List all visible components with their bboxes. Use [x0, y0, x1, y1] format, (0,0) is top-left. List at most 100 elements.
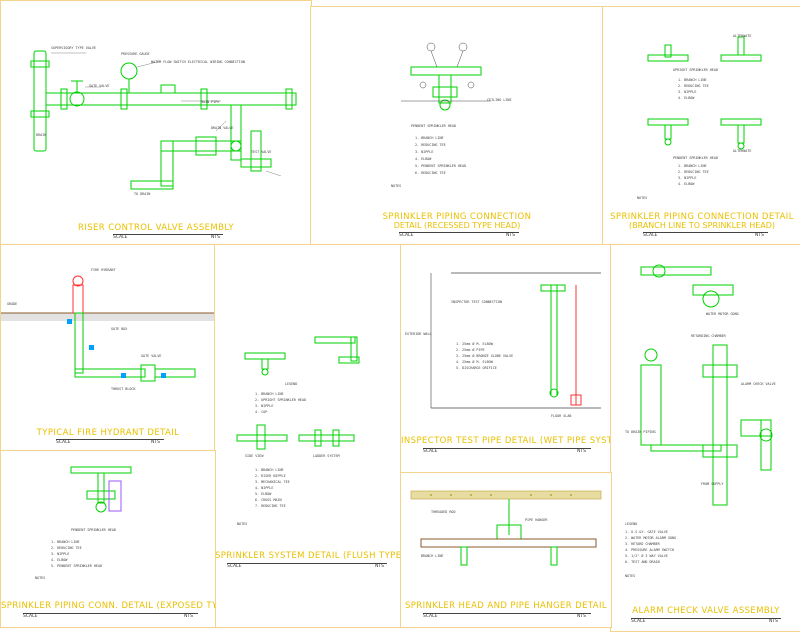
svg-text:3. NIPPLE: 3. NIPPLE [678, 90, 696, 94]
svg-text:1. BRANCH LINE: 1. BRANCH LINE [255, 392, 284, 396]
sheet-fire-hydrant: FIRE HYDRANT GRADE GATE BOX GATE VALVE T… [0, 244, 216, 452]
label-ladder: LADDER SYSTEM [313, 454, 340, 458]
svg-text:2. WATER MOTOR ALARM GONG: 2. WATER MOTOR ALARM GONG [625, 536, 676, 540]
scale-label: SCALE [56, 440, 71, 445]
svg-text:1. BRANCH LINE: 1. BRANCH LINE [415, 136, 444, 140]
exposed-drawing: PENDENT SPRINKLER HEAD 1. BRANCH LINE 2.… [35, 466, 132, 580]
svg-text:5. PENDENT SPRINKLER HEAD: 5. PENDENT SPRINKLER HEAD [51, 564, 102, 568]
label-notes: NOTES [391, 184, 401, 188]
system-drawing: LEGEND 1. BRANCH LINE 2. UPRIGHT SPRINKL… [236, 336, 360, 526]
svg-text:4. ELBOW: 4. ELBOW [678, 96, 695, 100]
label-inspector-test: INSPECTOR TEST CONNECTION [451, 300, 502, 304]
label-drain-valve: DRAIN VALVE [211, 126, 233, 130]
nts-label: NTS [211, 235, 220, 240]
svg-text:1. BRANCH LINE: 1. BRANCH LINE [255, 468, 284, 472]
svg-text:4. 25mm Ø M. ELBOW: 4. 25mm Ø M. ELBOW [456, 359, 494, 364]
label-pendent: PENDENT SPRINKLER HEAD [673, 156, 718, 160]
riser-drawing: SUPERVISORY TYPE VALVE PRESSURE GAUGE WA… [30, 46, 297, 196]
hydrant-drawing: FIRE HYDRANT GRADE GATE BOX GATE VALVE T… [1, 268, 215, 391]
svg-text:6. TEST AND DRAIN: 6. TEST AND DRAIN [625, 560, 660, 564]
svg-text:2. REDUCING TEE: 2. REDUCING TEE [415, 143, 446, 147]
svg-text:2. REDUCING TEE: 2. REDUCING TEE [51, 546, 82, 550]
scale-label: SCALE [23, 614, 38, 619]
alarm-drawing: WATER MOTOR GONG RETARDING CHAMBER ALARM… [625, 264, 776, 578]
branch-drawing: UPRIGHT SPRINKLER HEAD ALTERNATE 1. BRAN… [637, 34, 762, 200]
label-pendent: PENDENT SPRINKLER HEAD [411, 124, 456, 128]
svg-text:2. 25mm Ø PIPE: 2. 25mm Ø PIPE [456, 347, 485, 352]
label-side-view: SIDE VIEW [245, 454, 264, 458]
label-legend: LEGEND [285, 382, 297, 386]
label-notes: NOTES [237, 522, 247, 526]
label-to-drain: TO DRAIN [134, 192, 150, 196]
sheet-title: SPRINKLER SYSTEM DETAIL (FLUSH TYPE) [215, 551, 402, 561]
svg-text:2. REDUCING TEE: 2. REDUCING TEE [678, 170, 709, 174]
sheet-connection-exposed: PENDENT SPRINKLER HEAD 1. BRANCH LINE 2.… [0, 450, 216, 628]
label-main-pipe: MAIN PIPE [201, 100, 219, 104]
sheet-head-pipe-hanger: THREADED ROD PIPE HANGER BRANCH LINE SPR… [400, 472, 612, 628]
hanger-drawing: THREADED ROD PIPE HANGER BRANCH LINE [410, 490, 602, 566]
label-notes: NOTES [35, 576, 45, 580]
label-notes: NOTES [625, 574, 635, 578]
nts-label: NTS [755, 233, 764, 238]
svg-text:5. 1/2" Ø 3 WAY VALVE: 5. 1/2" Ø 3 WAY VALVE [625, 553, 668, 558]
svg-text:7. REDUCING TEE: 7. REDUCING TEE [255, 504, 286, 508]
label-drain: DRAIN [36, 133, 46, 137]
sheet-title: SPRINKLER HEAD AND PIPE HANGER DETAIL [404, 601, 608, 611]
label-to-drain-piping: TO DRAIN PIPING [625, 430, 656, 434]
svg-text:4. ELBOW: 4. ELBOW [678, 182, 695, 186]
svg-text:5. ELBOW: 5. ELBOW [255, 492, 272, 496]
sheet-inspector-test: INSPECTOR TEST CONNECTION EXTERIOR WALL … [400, 244, 612, 474]
recessed-drawing: CEILING LINE PENDENT SPRINKLER HEAD 1. B… [391, 42, 512, 188]
label-grade: GRADE [7, 302, 17, 306]
label-fire-hydrant: FIRE HYDRANT [91, 268, 116, 272]
nts-label: NTS [375, 564, 384, 569]
svg-text:6. CROSS MAIN: 6. CROSS MAIN [255, 498, 282, 502]
sheet-subtitle: DETAIL (RECESSED TYPE HEAD) [393, 221, 521, 230]
svg-text:1. 25mm Ø M. ELBOW: 1. 25mm Ø M. ELBOW [456, 341, 494, 346]
sheet-riser-control-valve: SUPERVISORY TYPE VALVE PRESSURE GAUGE WA… [0, 0, 312, 246]
sheet-title: TYPICAL FIRE HYDRANT DETAIL [36, 428, 180, 438]
svg-text:2. UPRIGHT SPRINKLER HEAD: 2. UPRIGHT SPRINKLER HEAD [255, 398, 306, 402]
sheet-title: SPRINKLER PIPING CONN. DETAIL (EXPOSED T… [1, 601, 216, 611]
svg-text:6. REDUCING TEE: 6. REDUCING TEE [415, 171, 446, 175]
svg-text:1. BRANCH LINE: 1. BRANCH LINE [51, 540, 80, 544]
label-riser-note: SUPERVISORY TYPE VALVE [51, 46, 96, 50]
sheet-title: SPRINKLER PIPING CONNECTION [382, 212, 532, 222]
svg-text:5. PENDENT SPRINKLER HEAD: 5. PENDENT SPRINKLER HEAD [415, 164, 466, 168]
label-pipe-hanger: PIPE HANGER [525, 518, 548, 522]
scale-label: SCALE [399, 233, 414, 238]
svg-text:3. NIPPLE: 3. NIPPLE [678, 176, 696, 180]
label-gate-box: GATE BOX [111, 327, 128, 331]
label-exterior-wall: EXTERIOR WALL [405, 332, 432, 336]
sheet-title: RISER CONTROL VALVE ASSEMBLY [78, 223, 234, 233]
svg-text:2. RISER NIPPLE: 2. RISER NIPPLE [255, 474, 286, 478]
svg-text:ALTERNATE: ALTERNATE [733, 149, 751, 153]
svg-text:4. PRESSURE ALARM SWITCH: 4. PRESSURE ALARM SWITCH [625, 548, 674, 552]
label-from-supply: FROM SUPPLY [701, 482, 723, 486]
scale-label: SCALE [227, 564, 242, 569]
label-threaded-rod: THREADED ROD [431, 510, 456, 514]
svg-text:3. NIPPLE: 3. NIPPLE [415, 150, 433, 154]
svg-text:3. MECHANICAL TEE: 3. MECHANICAL TEE [255, 480, 290, 484]
svg-text:1. BRANCH LINE: 1. BRANCH LINE [678, 78, 707, 82]
label-branch-line: BRANCH LINE [421, 554, 443, 558]
label-notes: NOTES [637, 196, 647, 200]
label-water-motor: WATER MOTOR GONG [706, 312, 739, 316]
sheet-title: SPRINKLER PIPING CONNECTION DETAIL [610, 212, 794, 222]
svg-text:4. ELBOW: 4. ELBOW [51, 558, 68, 562]
label-pressure-gauge: PRESSURE GAUGE [121, 52, 150, 56]
nts-label: NTS [184, 614, 193, 619]
label-gate-valve: GATE VALVE [141, 354, 161, 358]
nts-label: NTS [769, 619, 778, 624]
sheet-connection-branch: UPRIGHT SPRINKLER HEAD ALTERNATE 1. BRAN… [602, 6, 800, 246]
nts-label: NTS [151, 440, 160, 445]
sheet-alarm-check-valve: WATER MOTOR GONG RETARDING CHAMBER ALARM… [610, 244, 800, 632]
label-gate-valve: GATE VALVE [89, 84, 109, 88]
scale-label: SCALE [423, 449, 438, 454]
svg-text:3. NIPPLE: 3. NIPPLE [51, 552, 69, 556]
label-alarm-valve: ALARM CHECK VALVE [741, 382, 776, 386]
sheet-title: INSPECTOR TEST PIPE DETAIL (WET PIPE SYS… [401, 436, 612, 446]
sheet-title: ALARM CHECK VALVE ASSEMBLY [632, 606, 780, 616]
scale-label: SCALE [423, 614, 438, 619]
svg-text:3. NIPPLE: 3. NIPPLE [255, 404, 273, 408]
